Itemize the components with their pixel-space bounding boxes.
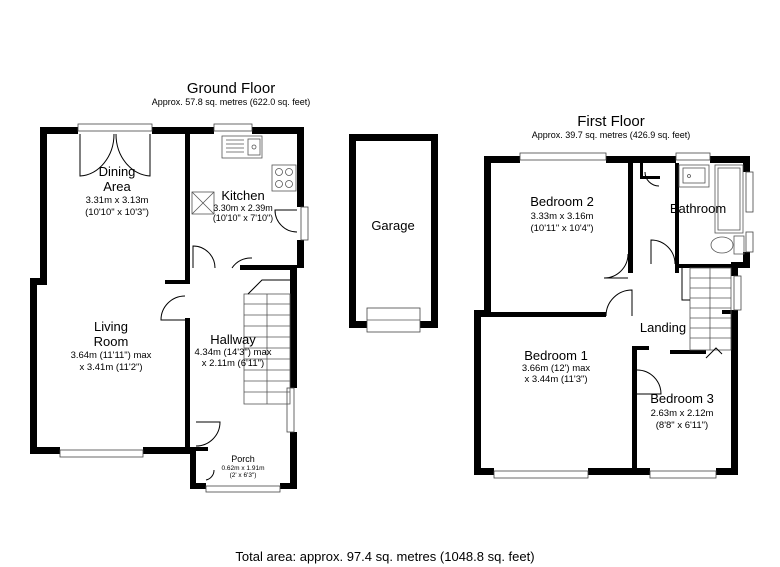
living-name-line1: Living bbox=[94, 319, 128, 334]
kitchen-dim-imperial: (10'10" x 7'10") bbox=[213, 213, 273, 223]
bedroom1-dim-line2: x 3.44m (11'3") bbox=[524, 374, 587, 385]
first-floor-stairs bbox=[681, 267, 732, 359]
kitchen-dim-metric: 3.30m x 2.39m bbox=[213, 203, 273, 213]
landing-name: Landing bbox=[640, 320, 686, 335]
ground-floor-area: Approx. 57.8 sq. metres (622.0 sq. feet) bbox=[152, 97, 311, 107]
living-name-line2: Room bbox=[94, 334, 129, 349]
hallway-dim-line1: 4.34m (14'3") max bbox=[195, 347, 272, 358]
ground-floor-walls bbox=[30, 127, 304, 489]
first-floor-title: First Floor bbox=[577, 113, 645, 130]
first-floor-windows bbox=[493, 152, 754, 479]
bedroom3-dim-imperial: (8'8" x 6'11") bbox=[656, 420, 708, 431]
dining-name-line1: Dining bbox=[99, 164, 136, 179]
first-floor-walls bbox=[474, 156, 750, 475]
bedroom2-dim-metric: 3.33m x 3.16m bbox=[531, 211, 594, 222]
kitchen-fixtures bbox=[191, 135, 298, 269]
dining-name-line2: Area bbox=[103, 179, 131, 194]
porch-name: Porch bbox=[231, 454, 255, 464]
hallway-doors bbox=[160, 295, 221, 481]
garage-name: Garage bbox=[371, 218, 414, 233]
total-area: Total area: approx. 97.4 sq. metres (104… bbox=[235, 549, 534, 564]
porch-dim-imperial: (2' x 6'3") bbox=[230, 472, 257, 479]
hallway-stairs bbox=[243, 279, 291, 405]
bathroom-fixtures bbox=[678, 164, 745, 255]
first-floor-doors bbox=[603, 171, 676, 395]
kitchen-name: Kitchen bbox=[221, 188, 264, 203]
living-dim-line2: x 3.41m (11'2") bbox=[79, 362, 142, 373]
bedroom2-name: Bedroom 2 bbox=[530, 194, 594, 209]
garage bbox=[349, 134, 438, 333]
ground-floor-windows bbox=[59, 123, 309, 493]
first-floor bbox=[474, 152, 754, 479]
bedroom1-name: Bedroom 1 bbox=[524, 348, 588, 363]
porch-dim-metric: 0.62m x 1.91m bbox=[222, 465, 265, 472]
dining-dim-metric: 3.31m x 3.13m bbox=[86, 195, 149, 206]
first-floor-area: Approx. 39.7 sq. metres (426.9 sq. feet) bbox=[532, 130, 691, 140]
hallway-name: Hallway bbox=[210, 332, 256, 347]
hallway-dim-line2: x 2.11m (6'11") bbox=[202, 358, 264, 369]
dining-dim-imperial: (10'10" x 10'3") bbox=[85, 207, 149, 218]
bedroom1-dim-line1: 3.66m (12') max bbox=[522, 363, 591, 374]
ground-floor bbox=[30, 123, 309, 493]
dining-french-doors bbox=[79, 133, 151, 177]
ground-floor-title: Ground Floor bbox=[187, 80, 275, 97]
bedroom2-dim-imperial: (10'11" x 10'4") bbox=[530, 223, 593, 234]
bedroom3-dim-metric: 2.63m x 2.12m bbox=[651, 408, 714, 419]
living-dim-line1: 3.64m (11'11") max bbox=[71, 350, 152, 361]
bedroom3-name: Bedroom 3 bbox=[650, 391, 714, 406]
bathroom-name: Bathroom bbox=[670, 201, 726, 216]
